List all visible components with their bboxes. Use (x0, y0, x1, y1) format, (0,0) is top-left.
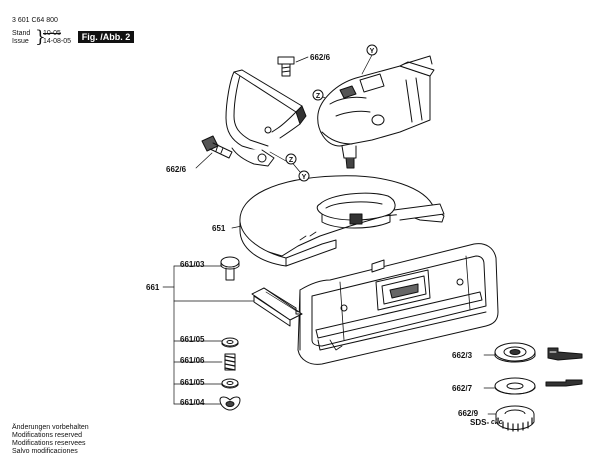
flange-662-3 (494, 342, 583, 363)
issue-label: Issue (12, 38, 29, 45)
spring-661-06 (224, 353, 236, 371)
cutting-disc-662-7 (494, 377, 583, 395)
marker-y-left: Y (298, 170, 310, 182)
callout-661: 661 (146, 283, 160, 292)
callout-661-05-a: 661/05 (180, 335, 205, 344)
stand-date: 10-05 (43, 30, 61, 37)
sds-clamp-nut-662-9 (495, 405, 535, 432)
angle-grinder (317, 55, 435, 169)
footer-line-es: Salvo modificaciones (12, 448, 78, 455)
cutting-stand-661 (251, 243, 499, 365)
screw-662-6-top (277, 56, 295, 77)
callout-651: 651 (212, 224, 226, 233)
figure-label: Fig. /Abb. 2 (78, 31, 134, 43)
callout-661-06: 661/06 (180, 356, 205, 365)
handle-bracket (225, 69, 307, 167)
callout-662-9: 662/9 (458, 409, 479, 418)
washer-661-05-a (221, 337, 239, 348)
marker-z-left: Z (285, 153, 297, 165)
sds-label: SDS- (470, 418, 490, 427)
part-number: 3 601 C64 800 (12, 17, 58, 24)
footer-line-de: Änderungen vorbehalten (12, 424, 89, 431)
washer-661-05-b (221, 378, 239, 389)
marker-z-top: Z (312, 89, 324, 101)
screw-662-6-left (201, 135, 233, 159)
sds-clic-logo: clic (491, 419, 503, 426)
callout-662-7: 662/7 (452, 384, 473, 393)
stand-label: Stand (12, 30, 31, 37)
header-brace: } (35, 27, 46, 47)
callout-662-3: 662/3 (452, 351, 473, 360)
callout-661-04: 661/04 (180, 398, 205, 407)
wing-nut-661-04 (219, 396, 241, 411)
issue-date: 14-08-05 (43, 38, 72, 45)
callout-662-6-left: 662/6 (166, 165, 187, 174)
footer-line-en: Modifications reserved (12, 432, 83, 439)
svg-text:Z: Z (316, 93, 321, 100)
svg-text:Y: Y (302, 174, 307, 181)
svg-text:Z: Z (289, 157, 294, 164)
wheel-guard-651 (239, 175, 445, 267)
svg-text:Y: Y (370, 48, 375, 55)
callout-661-03: 661/03 (180, 260, 205, 269)
callout-662-6-top: 662/6 (310, 53, 331, 62)
marker-y-top: Y (366, 44, 378, 56)
bolt-661-03 (220, 256, 240, 281)
callout-661-05-b: 661/05 (180, 378, 205, 387)
footer-line-fr: Modifications reservees (12, 440, 86, 447)
